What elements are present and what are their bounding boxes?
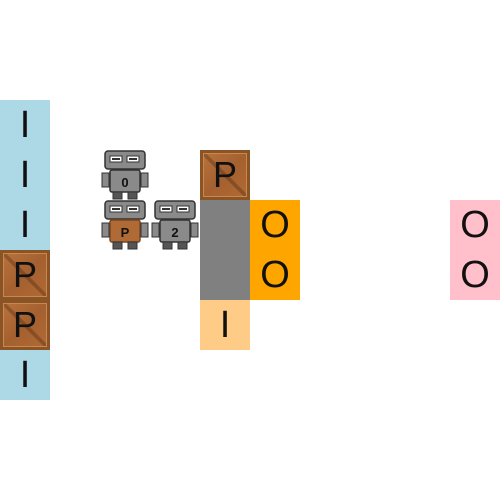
rail-cell-3: I [0,200,50,250]
peach-letter: I [219,304,231,346]
rail-letter: I [19,354,31,396]
orange-letter: O [260,254,290,296]
pink-letter: O [460,254,490,296]
crate-letter: P [12,254,37,295]
rail-cell-1: I [0,100,50,150]
rail-letter: I [19,204,31,246]
orange-letter: O [260,204,290,246]
pink-letter: O [460,204,490,246]
robot-p[interactable]: P [100,200,150,250]
rail-cell-6: I [0,350,50,400]
pink-cell-1: O [450,200,500,250]
robot-label: 0 [121,175,128,190]
orange-cell-2: O [250,250,300,300]
robot-0[interactable]: 0 [100,150,150,200]
orange-cell-1: O [250,200,300,250]
crate-letter: P [212,154,237,195]
crate-letter: P [12,304,37,345]
rail-cell-2: I [0,150,50,200]
rail-letter: I [19,154,31,196]
robot-label: P [121,225,130,240]
rail-letter: I [19,104,31,146]
robot-2[interactable]: 2 [150,200,200,250]
peach-block: I [200,300,250,350]
crate-top[interactable]: P [200,150,250,200]
pink-cell-2: O [450,250,500,300]
crate-rail-1[interactable]: P [0,250,50,300]
crate-rail-2[interactable]: P [0,300,50,350]
robot-label: 2 [171,225,178,240]
gray-block [200,200,250,300]
